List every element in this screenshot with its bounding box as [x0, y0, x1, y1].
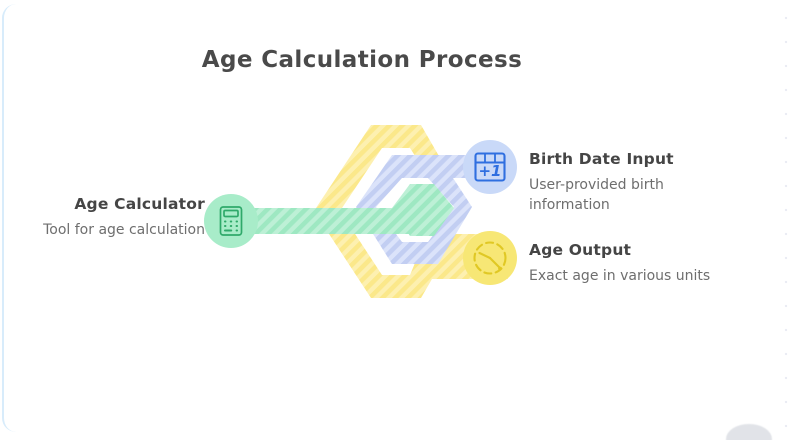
node-label-birth-date-input: Birth Date Input User-provided birth inf… — [529, 150, 744, 216]
corner-decoration — [726, 424, 772, 440]
node-badge-birth-date-input[interactable]: +1 — [463, 140, 517, 194]
calculator-icon — [219, 206, 243, 236]
calendar-badge-text: +1 — [478, 162, 501, 180]
node-description-age-calculator: Tool for age calculation — [43, 222, 205, 239]
hexagon-ring-inner — [236, 184, 454, 236]
node-title-birth-date-input: Birth Date Input — [529, 150, 674, 168]
process-diagram: +1 — [196, 112, 536, 312]
node-title-age-calculator: Age Calculator — [74, 195, 205, 213]
page-title: Age Calculation Process — [201, 47, 523, 73]
node-label-age-calculator: Age Calculator Tool for age calculation — [30, 195, 205, 241]
node-label-age-output: Age Output Exact age in various units — [529, 241, 744, 287]
node-badge-age-calculator[interactable] — [204, 194, 258, 248]
node-badge-age-output[interactable] — [463, 231, 517, 285]
clock-icon — [473, 241, 507, 275]
node-description-birth-date-input: User-provided birth information — [529, 177, 664, 214]
node-title-age-output: Age Output — [529, 241, 632, 259]
calendar-plus-one-icon: +1 — [474, 152, 506, 182]
node-description-age-output: Exact age in various units — [529, 268, 711, 285]
